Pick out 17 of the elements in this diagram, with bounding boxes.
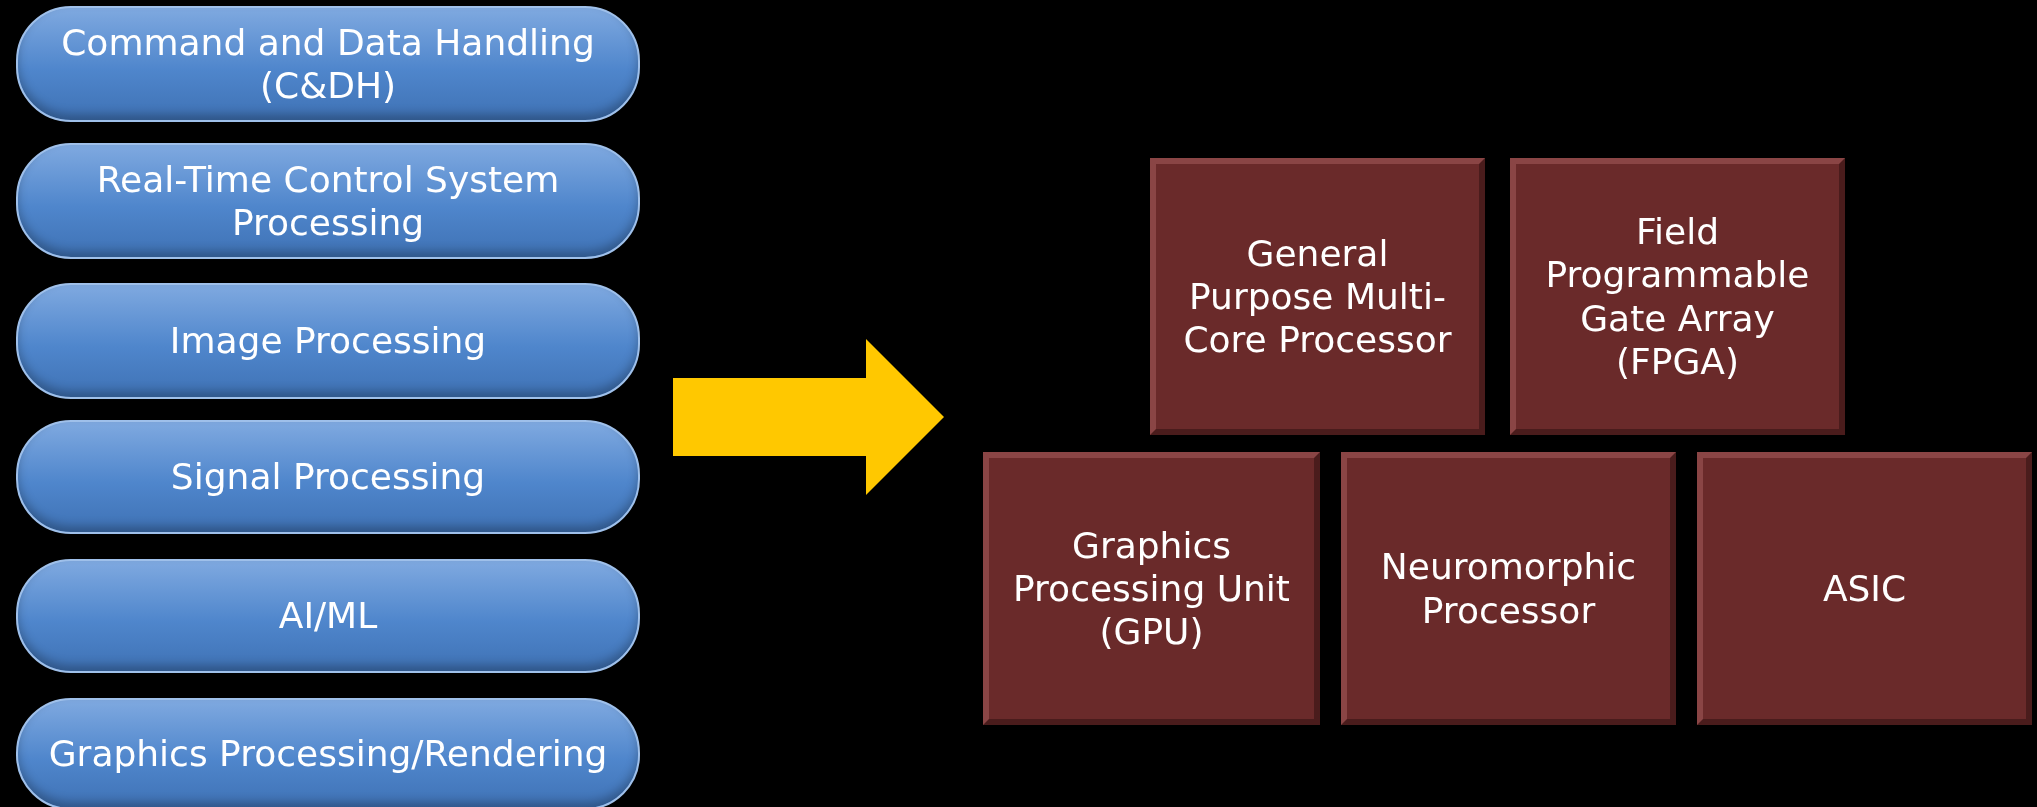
node-label: AI/ML <box>277 594 379 638</box>
node-label: General Purpose Multi-Core Processor <box>1182 231 1453 362</box>
node-label: Neuromorphic Processor <box>1379 545 1638 632</box>
node-label: Field Programmable Gate Array (FPGA) <box>1544 210 1811 383</box>
process-box <box>1150 158 1485 435</box>
process-box <box>1510 158 1845 435</box>
process-box <box>1697 452 2032 725</box>
node-label: Graphics Processing Unit (GPU) <box>1012 523 1291 654</box>
node-label: ASIC <box>1821 566 1908 611</box>
node-label: Image Processing <box>168 319 488 363</box>
node-label: Command and Data Handling (C&DH) <box>60 20 596 108</box>
process-box <box>983 452 1320 725</box>
node-label: Real-Time Control System Processing <box>95 157 561 245</box>
process-box <box>1341 452 1676 725</box>
node-label: Graphics Processing/Rendering <box>47 732 609 776</box>
node-label: Signal Processing <box>169 455 487 499</box>
block-arrow <box>673 339 944 495</box>
